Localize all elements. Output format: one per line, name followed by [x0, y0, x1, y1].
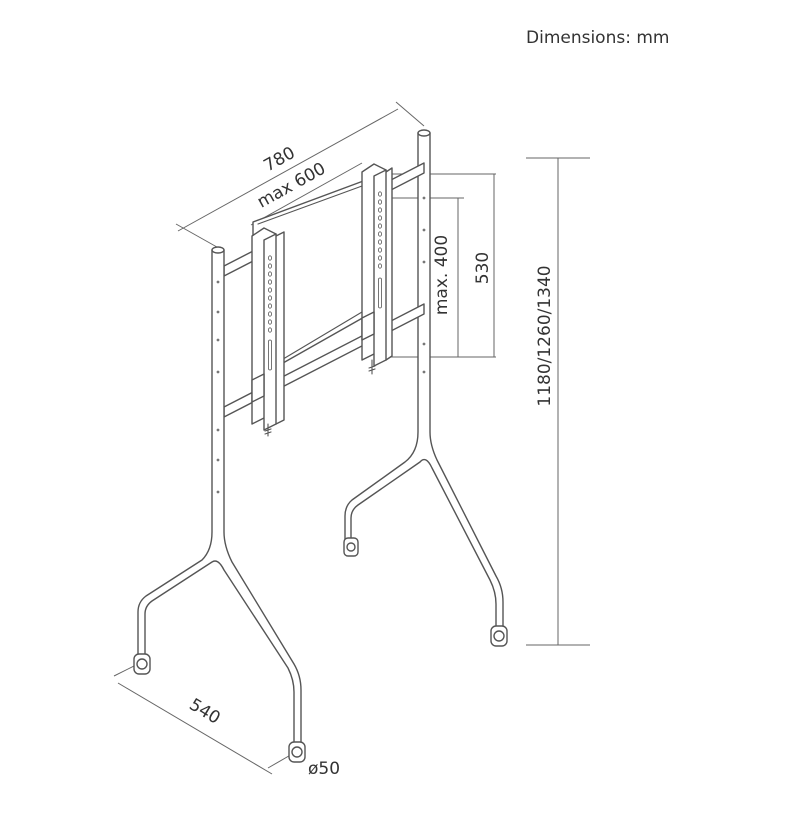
front-upright-cap [211, 246, 225, 254]
rear-right-wheel-hub [493, 630, 505, 642]
rear-upright [344, 129, 504, 629]
label-bracket-height: 530 [473, 252, 493, 284]
left-bracket-hook [251, 373, 265, 403]
label-overall-width: 780 [261, 143, 299, 176]
left-bracket-screw [264, 423, 272, 437]
units-label: Dimensions: mm [526, 28, 670, 48]
front-left-wheel-hub [136, 658, 148, 670]
rear-wheels [343, 537, 508, 647]
label-base-depth: 540 [186, 695, 224, 729]
rear-left-wheel-hub [346, 542, 356, 552]
dim-ext-right [395, 101, 425, 127]
front-wheels [133, 653, 306, 763]
right-bracket-hook [361, 311, 375, 341]
front-upright-tube [137, 249, 302, 745]
rear-upright-cap [417, 129, 431, 137]
right-mounting-bracket [361, 163, 393, 375]
dim-line-base-depth [117, 682, 273, 775]
label-vesa-height: max. 400 [432, 235, 452, 315]
right-bracket-screw [368, 359, 376, 375]
dim-line-vesa-width [250, 162, 363, 226]
dim-line-overall-width [177, 108, 399, 232]
front-upright [137, 246, 302, 745]
right-bracket-holes [377, 191, 382, 309]
left-mounting-bracket [251, 227, 285, 437]
label-wheel-diameter: ø50 [308, 759, 340, 779]
label-total-height: 1180/1260/1340 [535, 265, 555, 406]
rear-upright-tube [344, 132, 504, 629]
front-right-wheel-hub [291, 746, 303, 758]
left-bracket-holes [267, 255, 272, 371]
